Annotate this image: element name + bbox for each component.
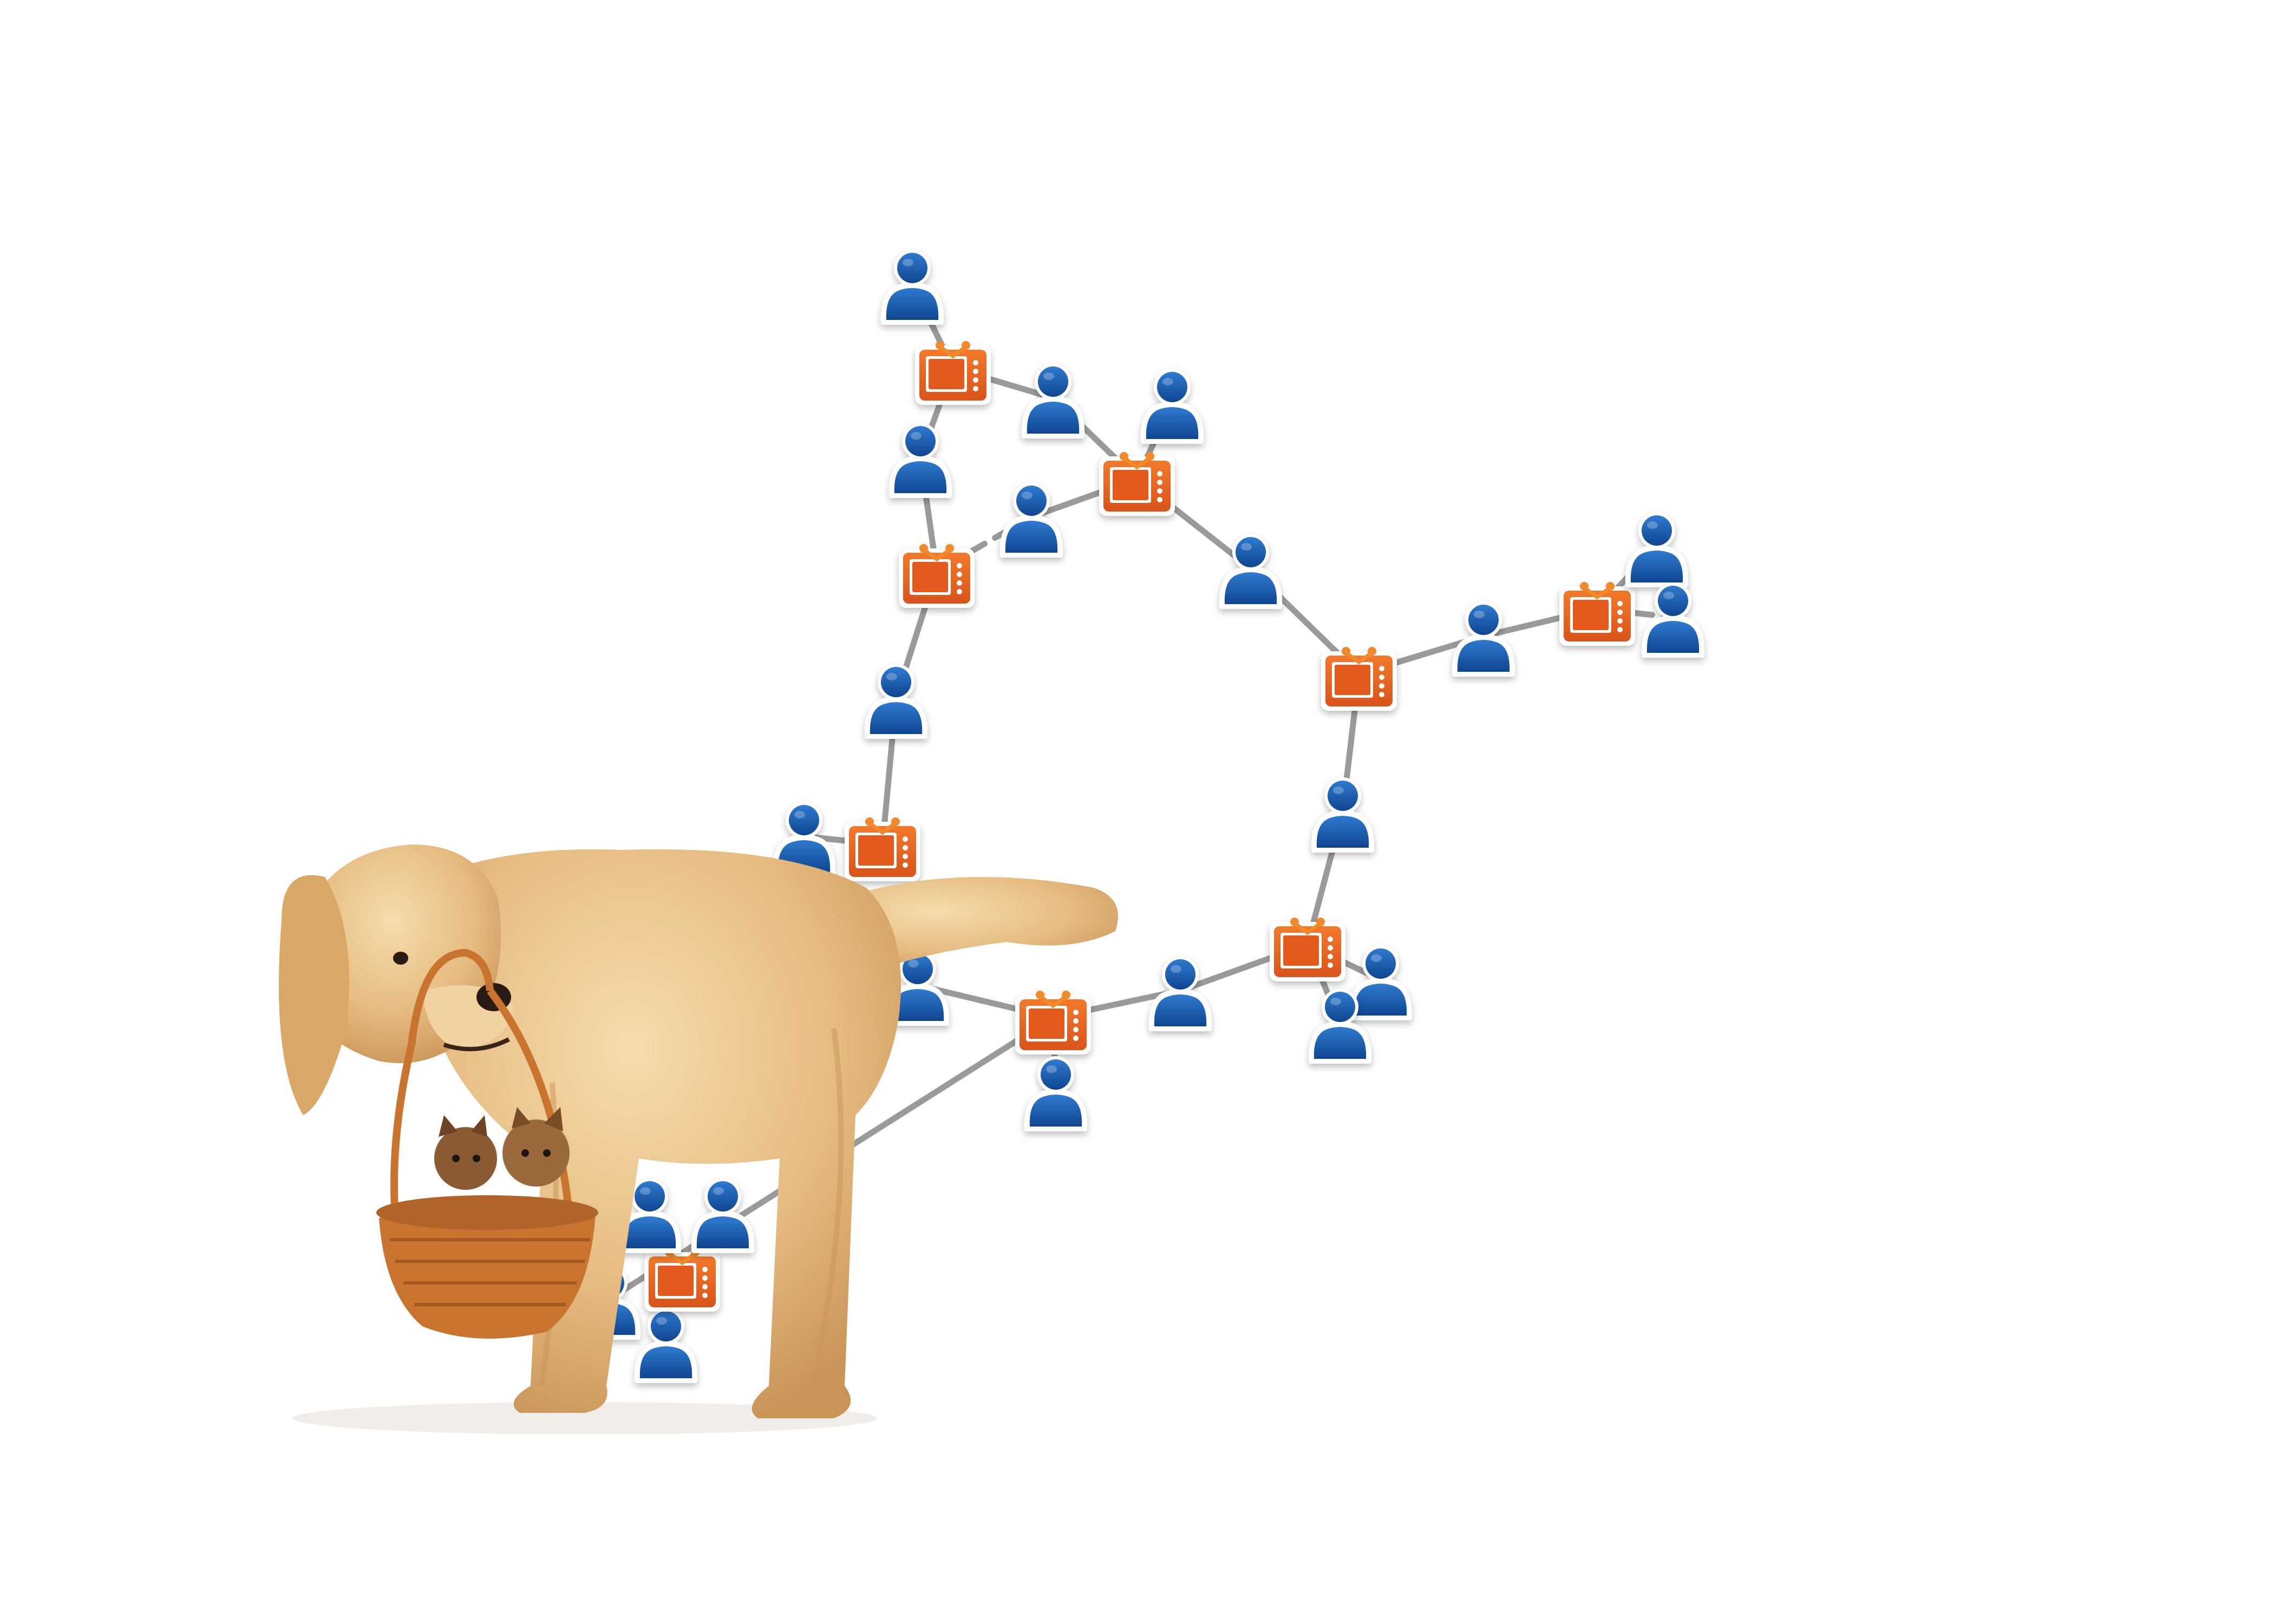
- tv-icon: [1015, 991, 1091, 1055]
- person-icon: [868, 664, 924, 736]
- tv-icon: [1099, 452, 1175, 516]
- tv-icon: [899, 544, 975, 608]
- person-icon: [1352, 945, 1409, 1018]
- person-icon: [638, 1308, 694, 1380]
- person-icon: [1144, 369, 1200, 441]
- tv-icon: [1559, 582, 1635, 646]
- tv-icon: [644, 1248, 720, 1312]
- dog-photo: [279, 844, 1118, 1435]
- tv-icon: [1270, 918, 1345, 981]
- graph-edges: [606, 281, 1676, 1346]
- tv-icon: [915, 341, 991, 405]
- person-icon: [892, 423, 949, 495]
- person-icon: [1025, 363, 1081, 436]
- tv-icon: [1321, 647, 1397, 711]
- person-icon: [1455, 601, 1512, 674]
- person-icon: [884, 250, 940, 322]
- person-icon: [1003, 482, 1060, 555]
- person-icon: [1645, 582, 1701, 655]
- person-icon: [1315, 777, 1371, 850]
- tv-icon: [845, 817, 920, 881]
- person-icon: [1629, 512, 1685, 585]
- person-icon: [1028, 1056, 1084, 1129]
- person-icon: [1223, 534, 1279, 606]
